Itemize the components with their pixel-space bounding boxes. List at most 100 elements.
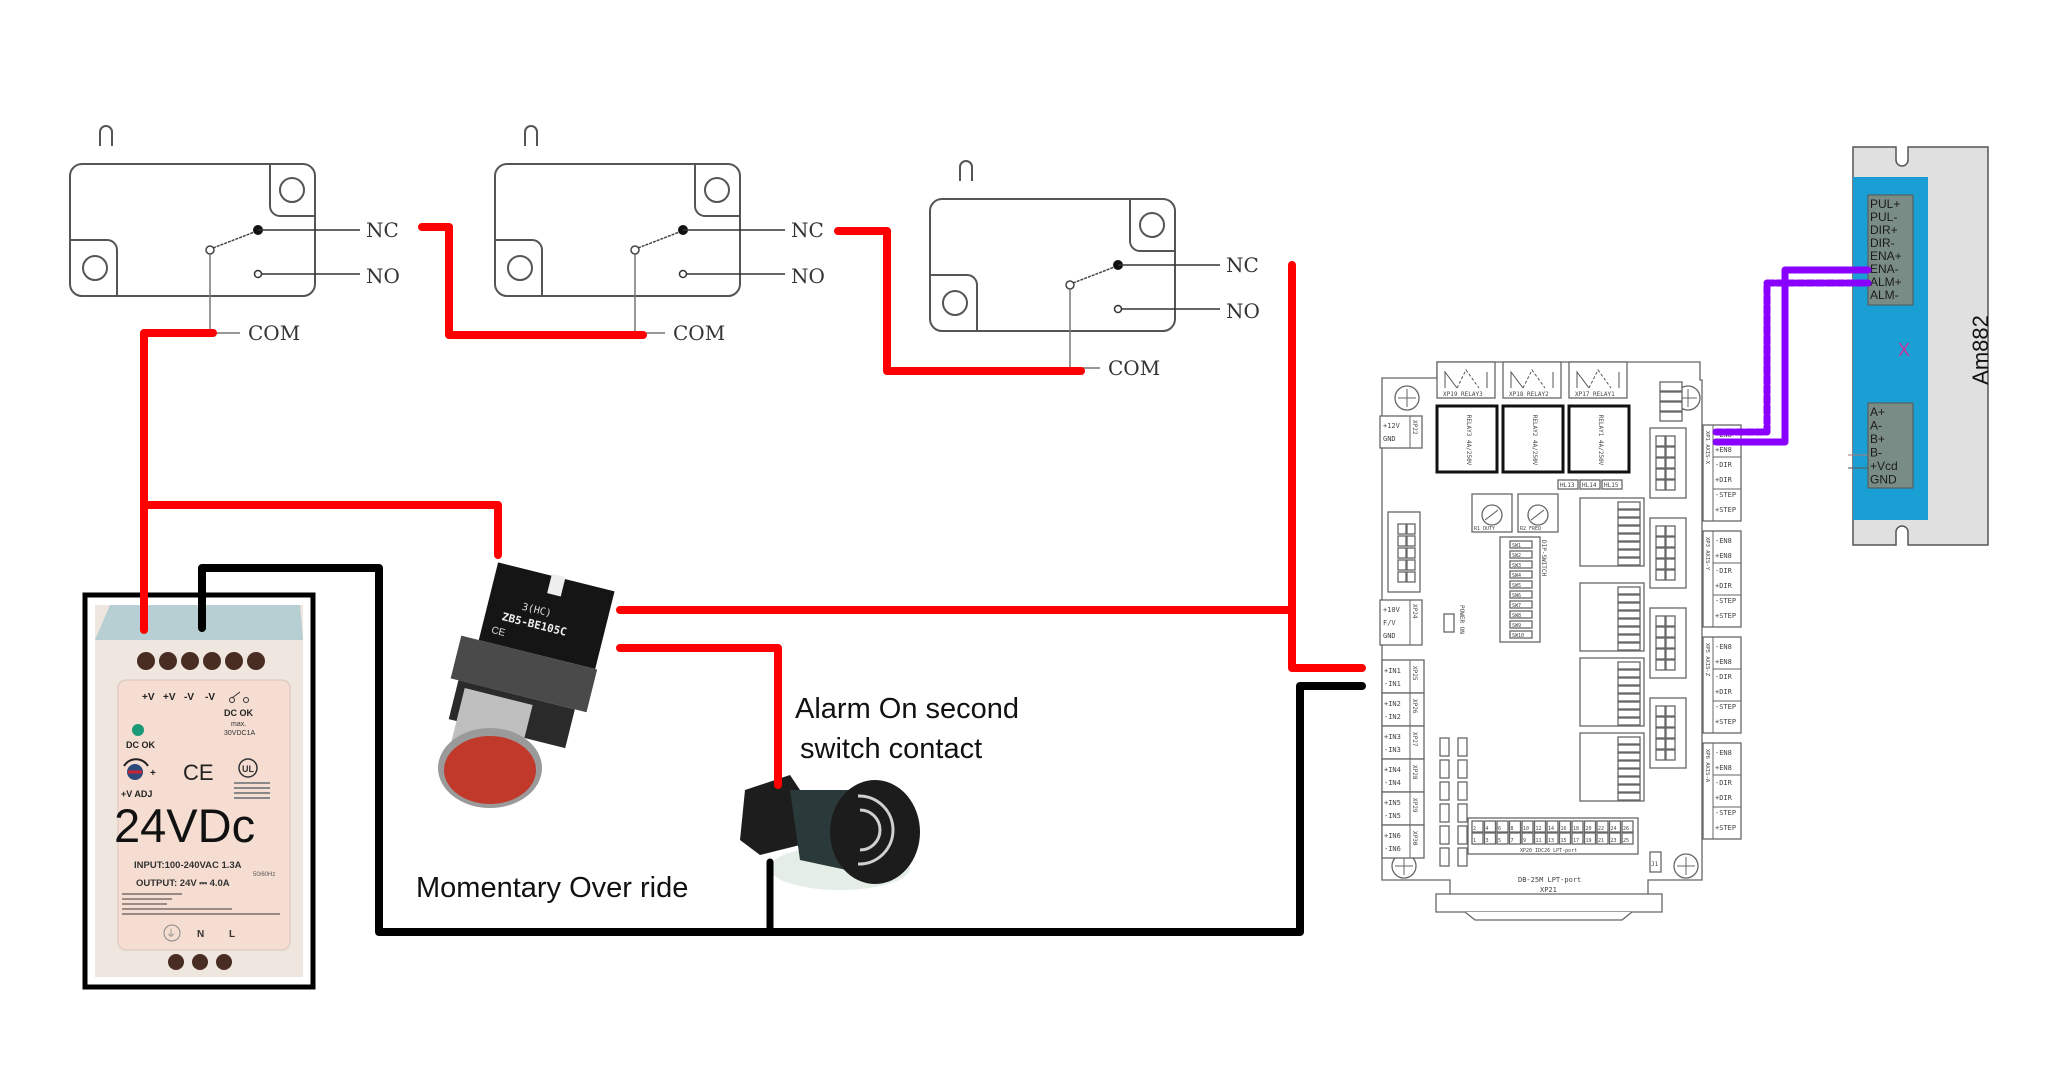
dip-switch-label: SW5 (1512, 583, 1521, 589)
input-connector-name: XP26 (1411, 699, 1418, 714)
axis-pin-label: -DIR (1715, 461, 1733, 469)
led-label-box (1457, 803, 1468, 823)
header-pin (1665, 727, 1676, 739)
header-pin (1406, 559, 1416, 571)
input-connector[interactable] (1381, 692, 1425, 727)
dip-switch[interactable] (1509, 630, 1533, 639)
dip-switch[interactable] (1509, 580, 1533, 589)
header-pin (1617, 709, 1641, 718)
lpt-pin (1521, 832, 1534, 845)
lpt-pin-label: 8 (1511, 826, 1514, 832)
input-pin-label: +IN2 (1384, 700, 1401, 708)
actuator-tab (524, 125, 538, 146)
mount-hole-icon (507, 255, 533, 281)
dip-switch[interactable] (1509, 570, 1533, 579)
input-pin-label: -IN5 (1384, 812, 1401, 820)
input-connector[interactable] (1381, 758, 1425, 793)
dip-switch[interactable] (1509, 600, 1533, 609)
lpt-pin-label: 3 (1486, 838, 1489, 844)
voltage-adjust-knob-icon: + (123, 758, 156, 780)
no-contact-icon (678, 269, 688, 279)
lpt-pin (1608, 832, 1622, 845)
header-pin (1665, 716, 1676, 728)
dip-switch-label: SW2 (1512, 553, 1521, 559)
axis-pin-label: -STEP (1715, 809, 1736, 817)
header-pin (1665, 446, 1676, 458)
header-pin (1655, 615, 1666, 627)
dip-switch[interactable] (1509, 610, 1533, 619)
axis-connector-name: XP5 AXIS-Z (1704, 643, 1710, 677)
input-connector[interactable] (1381, 659, 1425, 694)
wire-switch3-nc-to-board-in1[interactable] (1288, 261, 1366, 672)
wire-enable-negative[interactable] (1712, 279, 1872, 436)
terminal-label: -V (205, 692, 215, 703)
input-connector[interactable] (1381, 824, 1425, 859)
relay-body-label: RELAY3 4A/250V (1465, 415, 1472, 466)
axis-pin-label: +STEP (1715, 506, 1736, 514)
lpt-pin-label: 7 (1511, 838, 1514, 844)
power-connector-name: XP24 (1411, 604, 1418, 619)
header-pin (1406, 535, 1416, 547)
mount-ear (930, 274, 978, 331)
svg-text:UL: UL (242, 764, 254, 774)
header-pin (1617, 549, 1641, 558)
lpt-pin-label: 10 (1523, 826, 1529, 832)
lpt-pin (1496, 820, 1509, 833)
no-label: NO (366, 264, 400, 288)
no-label: NO (1226, 299, 1260, 323)
driver-power-pin-label: A- (1870, 419, 1882, 433)
header-pin (1655, 446, 1666, 458)
wire-enable-positive[interactable] (1712, 266, 1872, 446)
lpt-pin (1471, 832, 1484, 845)
svg-text:+: + (150, 768, 156, 779)
header-pin (1665, 738, 1676, 750)
header-pin (1655, 479, 1666, 491)
mount-ear (70, 239, 118, 296)
db25-connector[interactable] (1435, 893, 1663, 913)
header-pin (1655, 626, 1666, 638)
header-pin (1665, 648, 1676, 660)
header-pin (1397, 535, 1407, 547)
wire-switch1-nc-to-switch2-com[interactable] (418, 223, 647, 339)
ground-label: ⏚ (166, 928, 176, 940)
dip-switch[interactable] (1509, 560, 1533, 569)
header-pin (1665, 659, 1676, 671)
dip-switch[interactable] (1509, 590, 1533, 599)
dip-switch[interactable] (1509, 550, 1533, 559)
dip-switch[interactable] (1509, 620, 1533, 629)
dip-switch[interactable] (1509, 540, 1533, 549)
wire-switch2-nc-to-switch3-com[interactable] (834, 227, 1085, 375)
mounting-collar (450, 635, 598, 713)
red-button-icon[interactable] (444, 736, 536, 804)
axis-pin-label: +DIR (1715, 476, 1733, 484)
header-pin (1406, 523, 1416, 535)
voltage-adjust-label: +V ADJ (121, 789, 152, 799)
pushbutton-ce-mark: CE (490, 625, 506, 639)
power-pin-label: +10V (1383, 606, 1401, 614)
lpt-pin (1533, 820, 1547, 833)
axis-connector-name: XP3 AXIS-Y (1704, 537, 1710, 571)
header-pin (1655, 738, 1666, 750)
axis-connector[interactable] (1702, 636, 1742, 734)
axis-connector[interactable] (1702, 742, 1742, 840)
actuator-tab (99, 125, 113, 146)
wire-psu-positive-to-pushbutton[interactable] (140, 501, 502, 559)
header-pin (1617, 677, 1641, 686)
header-pin (1617, 602, 1641, 611)
potentiometer-label: R1 DUTY (1474, 526, 1495, 532)
db25-label: DB-25M LPT-port (1518, 876, 1581, 884)
lpt-pin (1496, 832, 1509, 845)
wire-psu-positive-to-switch1-com[interactable] (140, 329, 217, 634)
wire-pushbutton-to-buzzer[interactable] (616, 644, 782, 789)
input-connector-name: XP30 (1411, 831, 1418, 846)
fine-print (122, 893, 280, 915)
dc-ok-led-icon (132, 724, 144, 736)
no-label: NO (791, 264, 825, 288)
power-connector-name: XP22 (1411, 420, 1418, 435)
header-pin (1617, 501, 1641, 510)
led-label-box (1601, 479, 1623, 490)
wire-psu-ground-to-board-in1[interactable] (198, 564, 1366, 936)
header-pin (1406, 571, 1416, 583)
driver-power-pin-label: GND (1870, 473, 1897, 487)
axis-connector[interactable] (1702, 530, 1742, 628)
